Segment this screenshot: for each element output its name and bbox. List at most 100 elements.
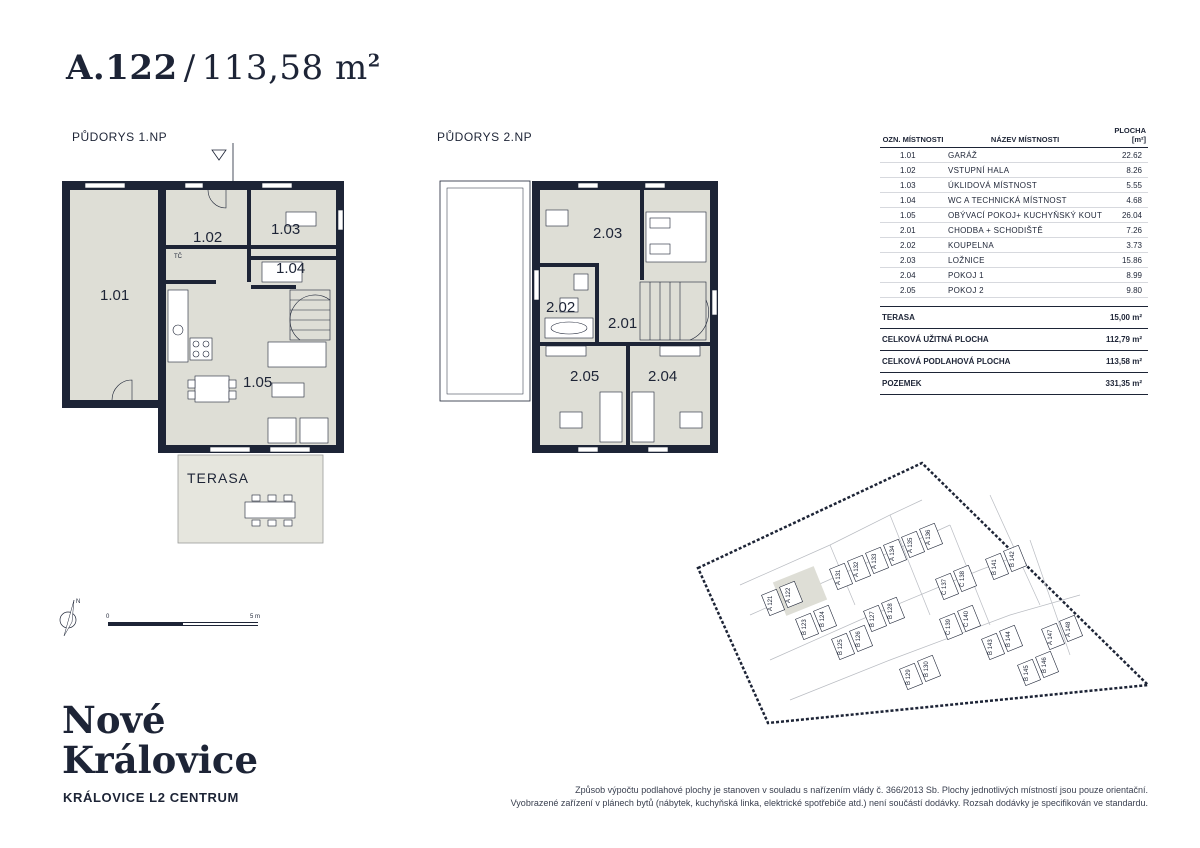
plot-label: A 132 [854, 561, 860, 577]
terrace-roof-outline [439, 180, 531, 402]
floor-fill-garage [70, 190, 160, 400]
plot-label: B 146 [1042, 657, 1048, 673]
brand-line1: Nové [62, 698, 166, 742]
title-separator: / [183, 48, 196, 88]
unit-title: A.122/113,58 m2 [66, 48, 381, 88]
plot-label: B 144 [1006, 631, 1012, 647]
plot-outline [1059, 614, 1083, 643]
plot-label: B 124 [820, 611, 826, 627]
plot-label: B 126 [856, 631, 862, 647]
plot-outline [899, 662, 923, 691]
footnote-line1: Způsob výpočtu podlahové plochy je stano… [575, 785, 1148, 795]
furniture-2np [544, 209, 707, 443]
floor-label-1np: PŮDORYS 1.NP [72, 130, 168, 144]
unit-area: 113,58 m [201, 48, 368, 88]
stairs-1np [289, 289, 331, 341]
label-room-1-05: 1.05 [243, 374, 272, 391]
plot-outline [865, 546, 889, 575]
col-header-name: NÁZEV MÍSTNOSTI [946, 124, 1105, 148]
windows-1np [84, 182, 344, 453]
table-row: 1.03Úklidová místnost5.55 [880, 177, 1148, 193]
table-row: 2.05Pokoj 29.80 [880, 282, 1148, 298]
plot-outline [761, 588, 785, 617]
plot-label: B 143 [988, 639, 994, 655]
label-room-1-01: 1.01 [100, 287, 129, 304]
brand-logo: Nové Královice [62, 700, 258, 780]
plot-outline [953, 564, 977, 593]
plot-label: A 148 [1066, 621, 1072, 637]
plot-outline [1041, 622, 1065, 651]
table-row: 1.01Garáž22.62 [880, 147, 1148, 163]
table-row: 2.02Koupelna3.73 [880, 237, 1148, 253]
plot-label: C 138 [960, 570, 966, 587]
table-row: 2.03Ložnice15.86 [880, 252, 1148, 268]
plot-outline [957, 604, 981, 633]
plot-label: B 127 [870, 611, 876, 627]
plot-outline [919, 522, 943, 551]
plot-outline [849, 624, 873, 653]
plot-label: B 141 [992, 559, 998, 575]
plot-outline [847, 554, 871, 583]
label-terrace: TERASA [187, 470, 249, 486]
plot-outline [1003, 544, 1027, 573]
scale-start: 0 [106, 614, 110, 620]
plot-label: C 139 [946, 618, 952, 635]
plot-outline [939, 612, 963, 641]
plot-label: B 125 [838, 639, 844, 655]
plot-outline [813, 604, 837, 633]
plot-label: B 128 [888, 603, 894, 619]
plot-label: B 142 [1010, 551, 1016, 567]
plot-label: C 137 [942, 578, 948, 595]
footnote: Způsob výpočtu podlahové plochy je stano… [428, 784, 1148, 810]
floor-label-2np: PŮDORYS 2.NP [437, 130, 533, 144]
scale-bar: 0 5 m [106, 614, 260, 626]
plot-label: C 140 [964, 610, 970, 627]
plot-outline [881, 596, 905, 625]
label-room-1-04: 1.04 [276, 260, 305, 277]
furniture-1np [167, 211, 329, 527]
footnote-line2: Vyobrazené zařízení v plánech bytů (náby… [510, 798, 1148, 808]
scale-end: 5 m [250, 614, 260, 620]
plot-label: B 123 [802, 619, 808, 635]
unit-code: A.122 [66, 48, 178, 88]
plot-outline [981, 632, 1005, 661]
entrance-marker [211, 149, 227, 161]
floor-plans: 1.01 1.02 1.03 1.04 1.05 TERASA TČ [59, 143, 718, 637]
plot-label: A 122 [786, 587, 792, 603]
plot-outline [1035, 650, 1059, 679]
table-row: 2.04Pokoj 18.99 [880, 267, 1148, 283]
plot-label: A 135 [908, 537, 914, 553]
col-header-code: OZN. MÍSTNOSTI [880, 124, 946, 148]
plot-outline [935, 572, 959, 601]
plan-1np: 1.01 1.02 1.03 1.04 1.05 TERASA TČ [62, 143, 344, 544]
windows-2np [533, 182, 718, 453]
north-arrow: N [59, 599, 80, 637]
plot-outline [863, 604, 887, 633]
brand-subtitle: KRÁLOVICE L2 CENTRUM [63, 790, 239, 805]
table-row: 1.02Vstupní hala8.26 [880, 162, 1148, 178]
plot-label: A 147 [1048, 629, 1054, 645]
unit-area-sup: 2 [367, 50, 381, 72]
plot-label: B 129 [906, 669, 912, 685]
plot-outline [985, 552, 1009, 581]
table-row: 1.05Obývací pokoj+ kuchyňský kout26.04 [880, 207, 1148, 223]
plot-label: B 145 [1024, 665, 1030, 681]
label-room-2-02: 2.02 [546, 299, 575, 316]
plot-label: A 131 [836, 569, 842, 585]
plot-label: A 136 [926, 529, 932, 545]
plot-label: B 130 [924, 661, 930, 677]
north-label: N [76, 599, 80, 605]
label-room-2-05: 2.05 [570, 368, 599, 385]
label-room-2-04: 2.04 [648, 368, 677, 385]
brand-line2: Královice [62, 738, 258, 782]
plot-outline [831, 632, 855, 661]
plot-outline [779, 580, 803, 609]
label-room-1-03: 1.03 [271, 221, 300, 238]
label-room-2-03: 2.03 [593, 225, 622, 242]
